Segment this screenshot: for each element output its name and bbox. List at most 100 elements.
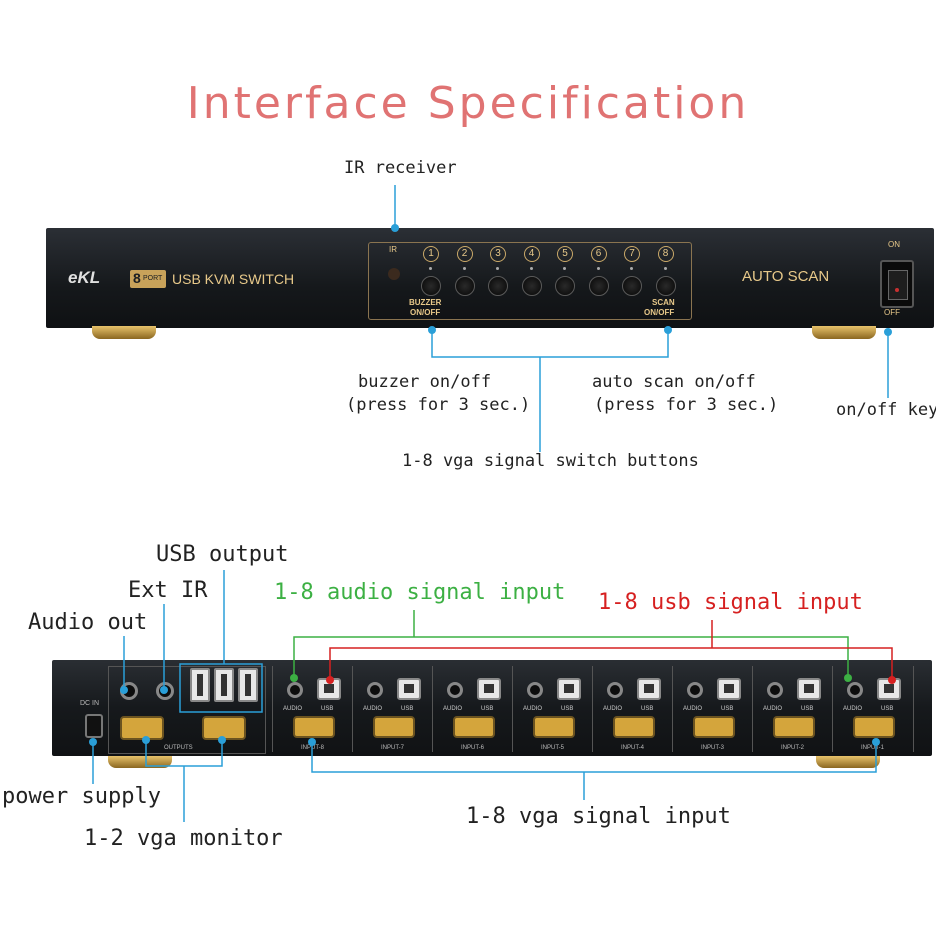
buzzer-label-2: ON/OFF xyxy=(410,308,441,317)
audio-input-callout: 1-8 audio signal input xyxy=(274,580,566,605)
port-badge-sub: PORT xyxy=(143,275,163,282)
vga-input-port xyxy=(613,716,655,738)
port-number-badge: 1 xyxy=(423,246,439,262)
port-pushbutton[interactable] xyxy=(555,276,575,296)
ir-receiver-callout: IR receiver xyxy=(344,158,457,178)
usb-b-input-port xyxy=(717,678,741,700)
device-name: USB KVM SWITCH xyxy=(172,271,295,287)
port-button-3[interactable]: 3 xyxy=(488,242,510,308)
input-port-label: INPUT-7 xyxy=(381,745,405,751)
vga-input-port xyxy=(773,716,815,738)
port-number-badge: 5 xyxy=(557,246,573,262)
vga-input-line xyxy=(311,742,877,773)
port-badge: 8 PORT xyxy=(130,270,166,288)
front-foot-right xyxy=(812,326,876,339)
port-led xyxy=(663,267,667,270)
port-pushbutton[interactable] xyxy=(521,276,542,296)
outputs-label: OUTPUTS xyxy=(164,745,193,751)
usb-b-input-port xyxy=(397,678,421,700)
audio-out-callout: Audio out xyxy=(28,610,148,635)
buzzer-label-1: BUZZER xyxy=(409,298,442,307)
vga-input-port xyxy=(293,716,335,738)
usb-output-callout: USB output xyxy=(156,542,289,567)
port-badge-number: 8 xyxy=(133,270,141,286)
audio-input-jack xyxy=(607,682,623,698)
ext-ir-callout: Ext IR xyxy=(128,578,208,603)
port-pushbutton[interactable] xyxy=(488,276,508,296)
input-port-label: INPUT-1 xyxy=(861,745,885,751)
autoscan-callout-1: auto scan on/off xyxy=(592,372,756,392)
buzzer-callout-1: buzzer on/off xyxy=(358,372,492,392)
port-button-5[interactable]: 5 xyxy=(555,242,577,308)
port-led xyxy=(429,267,432,270)
back-foot-left xyxy=(108,756,172,768)
usb-port-label: USB xyxy=(721,706,734,712)
audio-input-jack xyxy=(687,682,703,698)
usb-port-label: USB xyxy=(641,706,654,712)
port-pushbutton[interactable] xyxy=(622,276,642,296)
port-button-8[interactable]: 8 xyxy=(655,242,678,308)
port-pushbutton[interactable] xyxy=(421,276,441,296)
usb-port-label: USB xyxy=(401,706,414,712)
auto-scan-label: AUTO SCAN xyxy=(742,268,830,285)
audio-port-label: AUDIO xyxy=(363,706,383,712)
power-supply-callout: power supply xyxy=(2,784,161,809)
audio-port-label: AUDIO xyxy=(443,706,463,712)
switch-off-label: OFF xyxy=(884,308,900,317)
scan-label-1: SCAN xyxy=(652,298,675,307)
port-number-badge: 7 xyxy=(624,246,640,262)
switch-on-label: ON xyxy=(888,240,900,249)
port-pushbutton[interactable] xyxy=(588,276,609,296)
autoscan-callout-2: (press for 3 sec.) xyxy=(594,395,779,415)
port-led xyxy=(563,267,566,270)
usb-output-port-1 xyxy=(190,668,210,702)
port-pushbutton[interactable] xyxy=(454,276,475,296)
port-led xyxy=(462,267,466,270)
port-number-badge: 8 xyxy=(657,246,674,262)
usb-port-label: USB xyxy=(321,706,334,712)
power-rocker-switch[interactable] xyxy=(880,260,914,308)
port-button-1[interactable]: 1 xyxy=(421,242,443,308)
vga-monitor-line xyxy=(145,740,223,767)
port-button-2[interactable]: 2 xyxy=(454,242,477,308)
vga-output-1 xyxy=(120,716,164,740)
usb-port-label: USB xyxy=(881,706,894,712)
button-panel xyxy=(368,242,692,320)
vga-monitor-callout: 1-2 vga monitor xyxy=(84,826,283,851)
audio-port-label: AUDIO xyxy=(603,706,623,712)
vga-input-port xyxy=(533,716,575,738)
audio-input-jack xyxy=(527,682,543,698)
audio-input-jack xyxy=(447,682,463,698)
usb-b-input-port xyxy=(637,678,661,700)
audio-port-label: AUDIO xyxy=(283,706,303,712)
usb-b-input-port xyxy=(557,678,581,700)
port-pushbutton[interactable] xyxy=(655,276,676,296)
port-button-7[interactable]: 7 xyxy=(622,242,644,308)
audio-port-label: AUDIO xyxy=(683,706,703,712)
port-button-4[interactable]: 4 xyxy=(521,242,544,308)
ir-label: IR xyxy=(389,245,397,254)
vga-input-callout: 1-8 vga signal input xyxy=(466,804,731,829)
page-title: Interface Specification xyxy=(186,78,750,129)
buzzer-callout-2: (press for 3 sec.) xyxy=(346,395,531,415)
usb-b-input-port xyxy=(477,678,501,700)
port-number-badge: 6 xyxy=(590,246,607,262)
audio-input-jack xyxy=(367,682,383,698)
vga-input-port xyxy=(853,716,895,738)
audio-input-line xyxy=(293,636,849,676)
audio-input-jack xyxy=(847,682,863,698)
audio-port-label: AUDIO xyxy=(763,706,783,712)
usb-output-frame xyxy=(179,663,263,713)
usb-port-label: USB xyxy=(801,706,814,712)
port-button-6[interactable]: 6 xyxy=(588,242,611,308)
front-foot-left xyxy=(92,326,156,339)
back-foot-right xyxy=(816,756,880,768)
usb-input-callout: 1-8 usb signal input xyxy=(598,590,863,615)
